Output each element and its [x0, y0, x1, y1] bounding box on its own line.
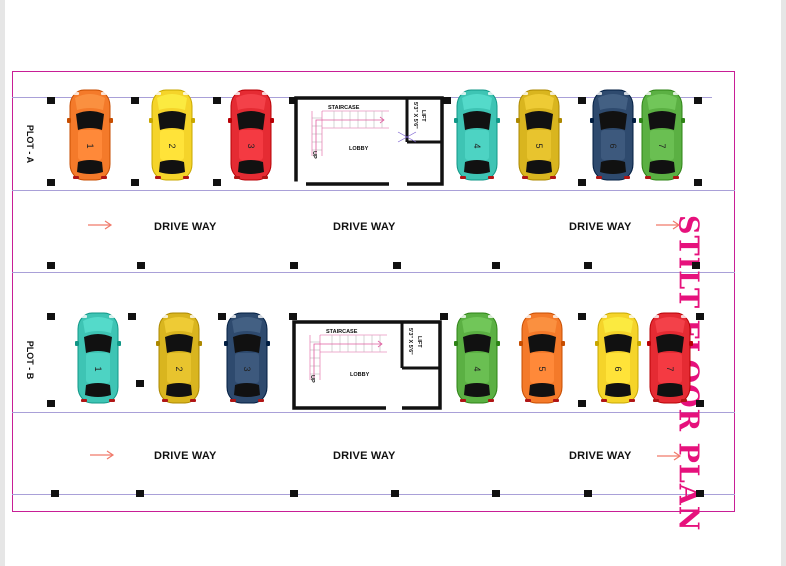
car-number: 2 [167, 143, 177, 148]
up-label: UP [311, 151, 317, 159]
up-label: UP [309, 375, 315, 383]
driveway-label-a2: DRIVE WAY [333, 221, 396, 233]
car-number: 5 [534, 143, 544, 148]
pillar [694, 179, 702, 186]
car-icon: 1 [67, 89, 113, 181]
pillar [213, 97, 221, 104]
guide-line [12, 494, 735, 495]
pillar [47, 313, 55, 320]
car-number: 5 [537, 366, 547, 371]
pillar [218, 313, 226, 320]
direction-arrow-icon [657, 451, 682, 461]
lift-size-label: 5'3" X 5'6" [412, 102, 418, 129]
car-number: 6 [608, 143, 618, 148]
pillar [578, 313, 586, 320]
left-edge [0, 0, 5, 566]
pillar [584, 490, 592, 497]
car-icon: 3 [224, 312, 270, 404]
site-boundary [12, 71, 735, 512]
pillar [51, 490, 59, 497]
car-number: 1 [85, 143, 95, 148]
pillar [578, 97, 586, 104]
right-edge [781, 0, 786, 566]
pillar [47, 179, 55, 186]
stair-lift-drawing [294, 96, 444, 186]
car-number: 3 [246, 143, 256, 148]
guide-line [12, 412, 735, 413]
pillar [694, 97, 702, 104]
pillar [492, 262, 500, 269]
direction-arrow-icon [656, 220, 681, 230]
pillar [213, 179, 221, 186]
car-number: 6 [613, 366, 623, 371]
car-icon: 7 [639, 89, 685, 181]
pillar [696, 490, 704, 497]
direction-arrow-icon [90, 450, 115, 460]
car-number: 4 [472, 366, 482, 371]
direction-arrow-icon [88, 220, 113, 230]
car-number: 4 [472, 143, 482, 148]
pillar [443, 97, 451, 104]
pillar [47, 262, 55, 269]
pillar [696, 400, 704, 407]
pillar [47, 97, 55, 104]
core-plot-a: STAIRCASE LOBBY UP LIFT 5'3" X 5'6" [294, 96, 444, 186]
car-number: 7 [665, 366, 675, 371]
pillar [128, 313, 136, 320]
driveway-label-b2: DRIVE WAY [333, 450, 396, 462]
plot-b-label: PLOT - B [25, 340, 35, 380]
car-icon: 1 [75, 312, 121, 404]
pillar [47, 400, 55, 407]
driveway-label-b1: DRIVE WAY [154, 450, 217, 462]
pillar [578, 179, 586, 186]
pillar [289, 97, 297, 104]
lobby-label: LOBBY [349, 146, 369, 152]
car-icon: 5 [519, 312, 565, 404]
pillar [137, 262, 145, 269]
pillar [289, 313, 297, 320]
pillar [391, 490, 399, 497]
pillar [136, 490, 144, 497]
pillar [440, 313, 448, 320]
car-icon: 2 [156, 312, 202, 404]
pillar [131, 97, 139, 104]
pillar [393, 262, 401, 269]
lift-label: LIFT [420, 110, 426, 122]
car-icon: 5 [516, 89, 562, 181]
car-icon: 4 [454, 312, 500, 404]
core-plot-b: STAIRCASE LOBBY UP LIFT 5'3" X 5'6" [292, 320, 442, 410]
staircase-label: STAIRCASE [326, 329, 358, 335]
lobby-label: LOBBY [350, 372, 370, 378]
driveway-label-a3: DRIVE WAY [569, 221, 632, 233]
lift-label: LIFT [416, 336, 422, 348]
guide-line [12, 190, 735, 191]
lift-size-label: 5'3" X 5'6" [407, 328, 413, 355]
car-icon: 4 [454, 89, 500, 181]
car-number: 1 [93, 366, 103, 371]
pillar [584, 262, 592, 269]
pillar [131, 179, 139, 186]
car-icon: 7 [647, 312, 693, 404]
pillar [696, 313, 704, 320]
staircase-label: STAIRCASE [328, 105, 360, 111]
pillar [578, 400, 586, 407]
car-icon: 6 [595, 312, 641, 404]
driveway-label-b3: DRIVE WAY [569, 450, 632, 462]
pillar [290, 262, 298, 269]
car-icon: 6 [590, 89, 636, 181]
car-number: 7 [657, 143, 667, 148]
guide-line [12, 272, 735, 273]
pillar [290, 490, 298, 497]
driveway-label-a1: DRIVE WAY [154, 221, 217, 233]
car-icon: 3 [228, 89, 274, 181]
stair-lift-drawing [292, 320, 442, 410]
pillar [136, 380, 144, 387]
pillar [492, 490, 500, 497]
car-number: 3 [242, 366, 252, 371]
car-number: 2 [174, 366, 184, 371]
pillar [692, 262, 700, 269]
plot-a-label: PLOT - A [25, 124, 35, 164]
car-icon: 2 [149, 89, 195, 181]
